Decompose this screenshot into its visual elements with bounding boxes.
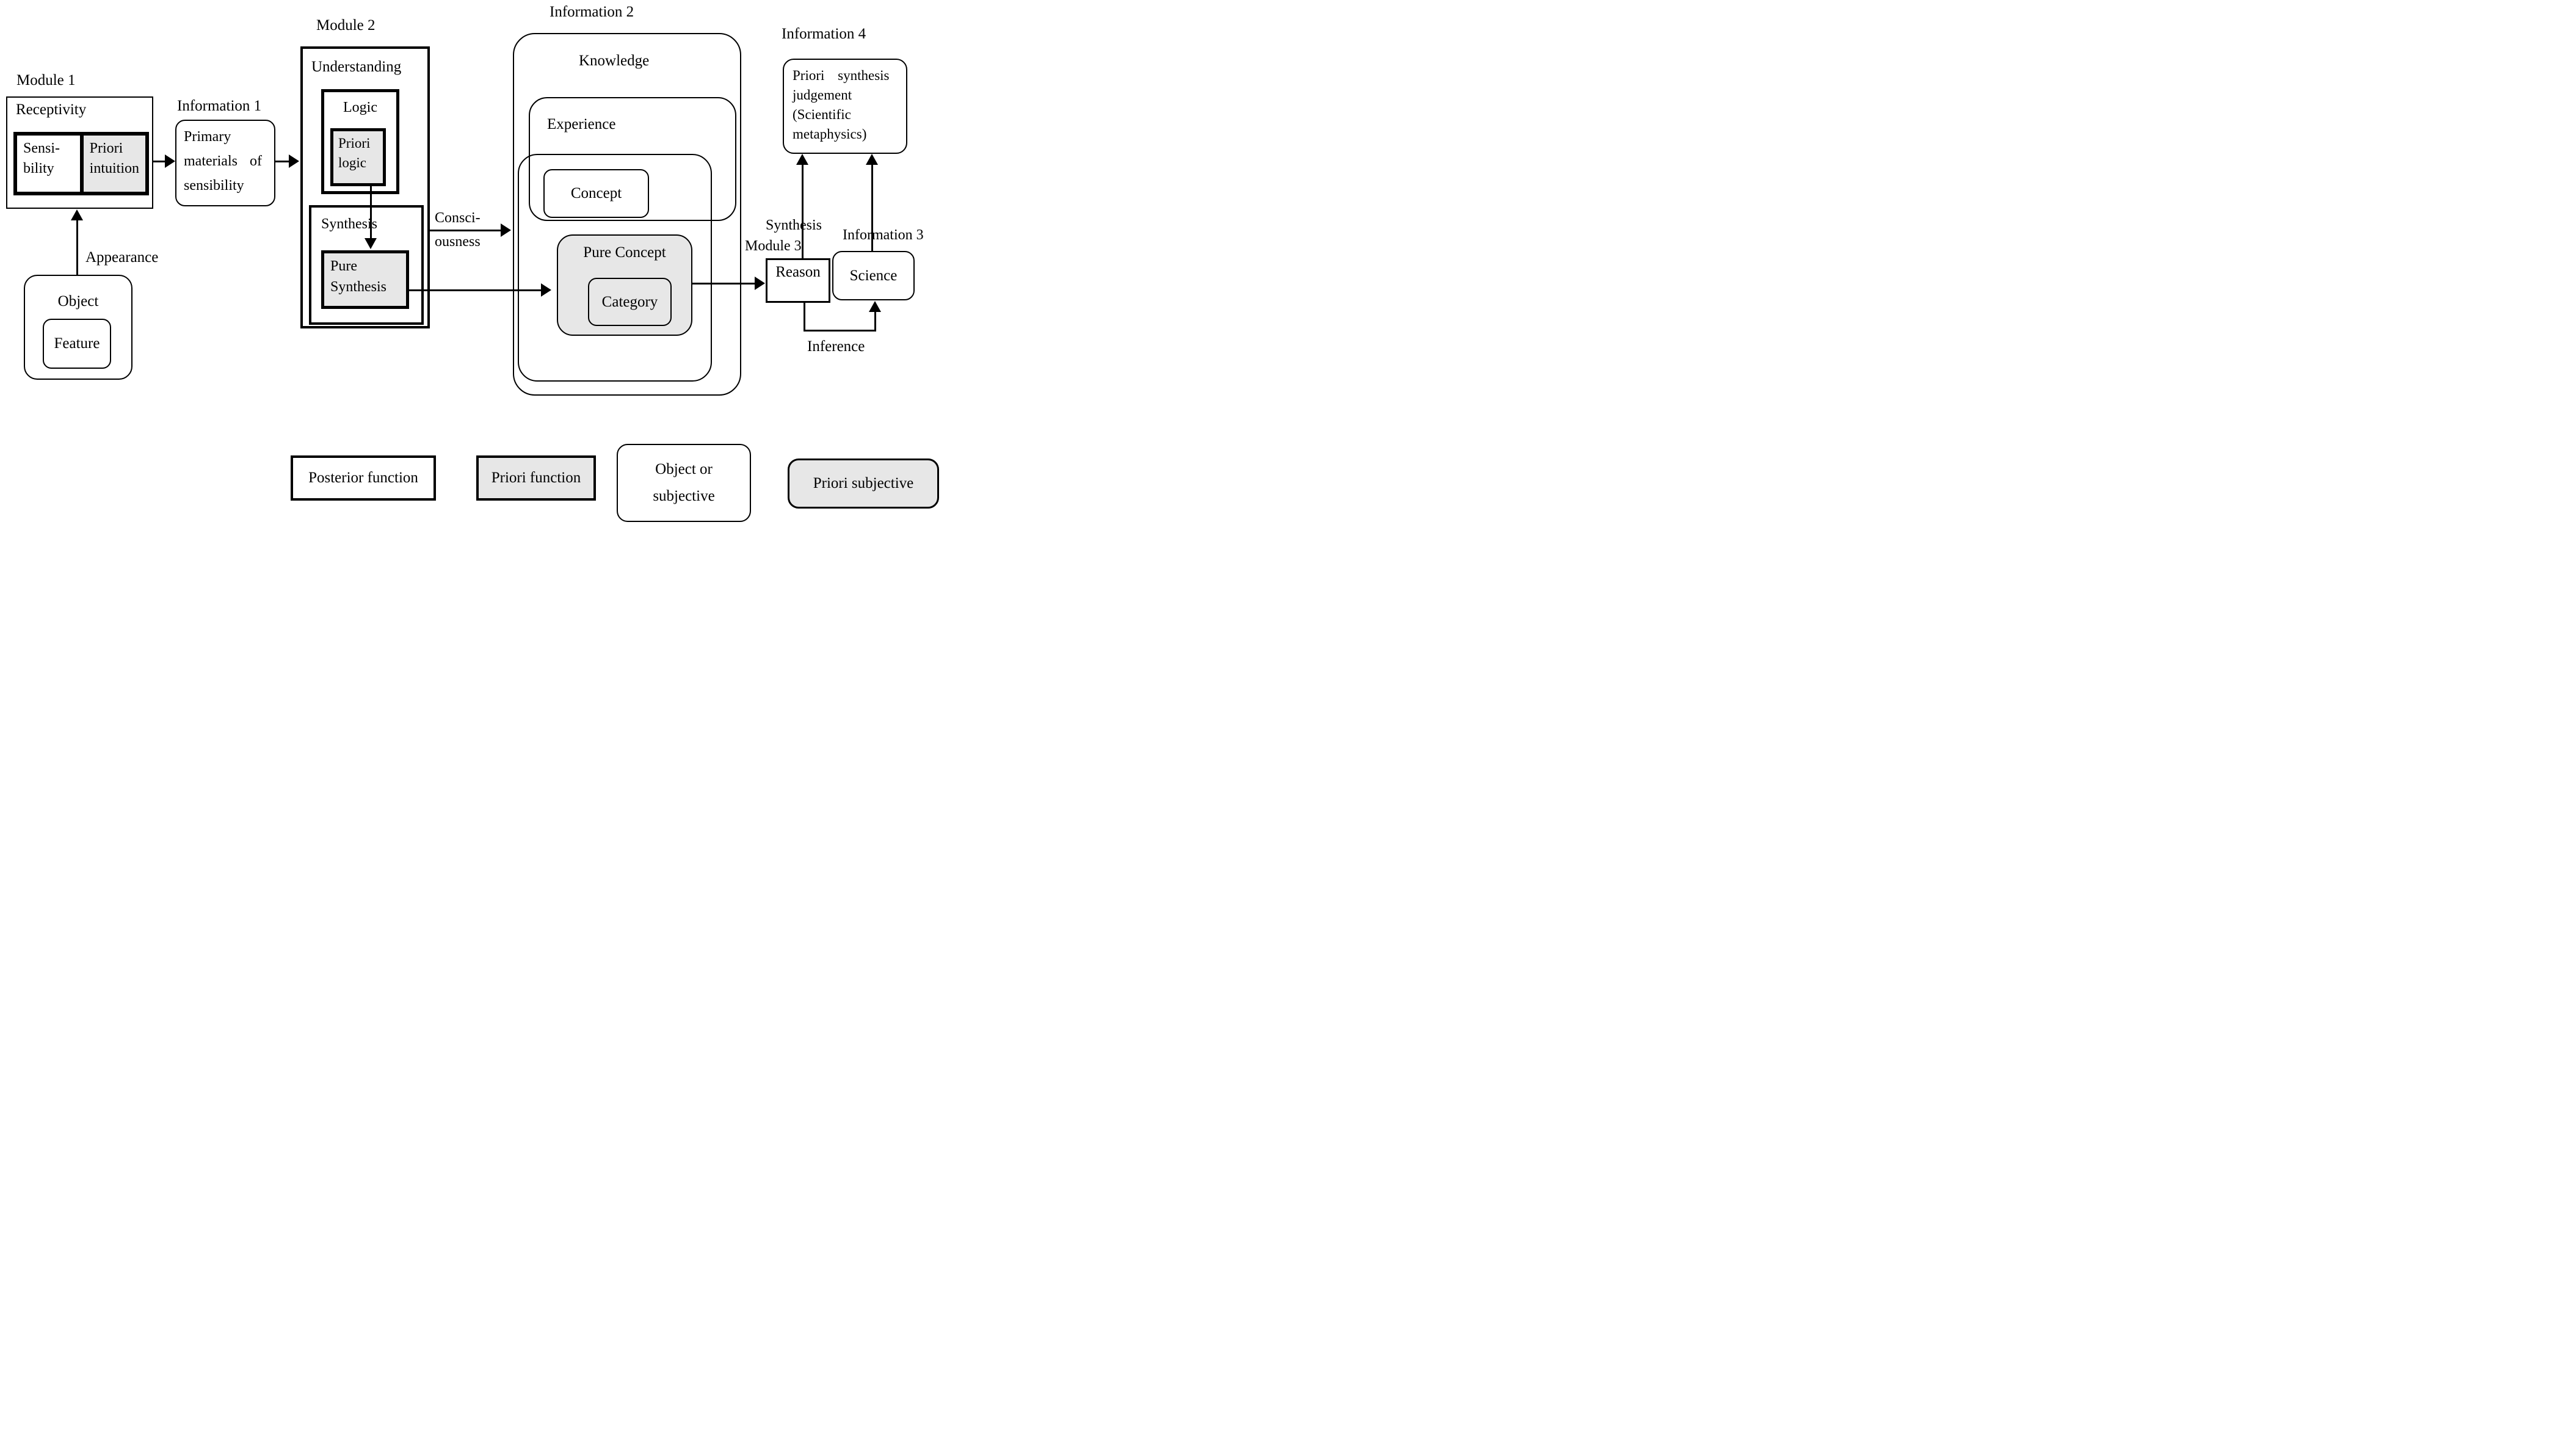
- appearance-arrow-line: [76, 220, 78, 275]
- priori-intuition-line1: Priori: [89, 140, 123, 156]
- arrowhead-up-icon: [796, 154, 808, 165]
- priori-intuition-cell: Priori intuition: [83, 136, 145, 192]
- arrowhead-up-icon: [71, 209, 83, 220]
- object-title: Object: [57, 293, 99, 310]
- module3-label: Module 3: [745, 238, 802, 254]
- legend-object-subjective-line2: subjective: [653, 488, 715, 504]
- arrowhead-up-icon: [869, 301, 881, 312]
- sensibility-line1: Sensi-: [23, 140, 60, 156]
- legend-object-subjective: Object or subjective: [617, 444, 751, 522]
- inference-label: Inference: [807, 338, 865, 355]
- logic-box: Logic: [321, 89, 399, 194]
- module1-label: Module 1: [16, 72, 76, 89]
- legend-object-subjective-line1: Object or: [655, 461, 713, 477]
- priori-logic-line1: Priori: [338, 136, 371, 151]
- sensibility-priori-split-box: Sensi- bility Priori intuition: [13, 132, 149, 195]
- reason-title: Reason: [775, 264, 821, 280]
- pure-synthesis-line1: Pure: [330, 258, 357, 274]
- priori-logic-box: Priori logic: [330, 128, 386, 186]
- arrowhead-right-icon: [755, 277, 765, 290]
- legend-posterior-function-label: Posterior function: [308, 469, 418, 486]
- arrowhead-right-icon: [289, 154, 299, 168]
- knowledge-title: Knowledge: [579, 53, 650, 69]
- sensibility-cell: Sensi- bility: [17, 136, 84, 192]
- information4-box: Priori synthesis judgement (Scientific m…: [783, 59, 907, 154]
- arrowhead-up-icon: [866, 154, 878, 165]
- arrowhead-right-icon: [541, 283, 551, 297]
- legend-priori-function-label: Priori function: [491, 469, 581, 486]
- reason-box: Reason: [766, 258, 830, 303]
- feature-box: Feature: [43, 319, 111, 369]
- arrow-line: [802, 163, 804, 258]
- concept-title: Concept: [570, 185, 622, 201]
- knowledge-inner-box: [518, 154, 712, 382]
- logic-title: Logic: [343, 100, 377, 115]
- module2-box: Understanding: [300, 46, 430, 328]
- arrowhead-down-icon: [365, 238, 377, 249]
- legend-priori-function: Priori function: [476, 455, 596, 501]
- information4-line3: (Scientific: [793, 107, 851, 122]
- arrow-line: [692, 283, 756, 285]
- information1-line3: sensibility: [184, 178, 244, 194]
- synthesis-title: Synthesis: [321, 216, 378, 232]
- inference-segment-down: [804, 303, 805, 332]
- arrow-line: [430, 230, 501, 231]
- priori-logic-line2: logic: [338, 155, 366, 170]
- legend-priori-subjective-label: Priori subjective: [813, 475, 914, 491]
- information1-line2: materials of: [184, 153, 262, 169]
- category-box: Category: [588, 278, 672, 326]
- arrow-line: [409, 289, 542, 291]
- diagram-canvas: Module 1 Receptivity Sensi- bility Prior…: [0, 0, 944, 527]
- receptivity-title: Receptivity: [16, 101, 87, 118]
- category-title: Category: [601, 293, 658, 310]
- information1-label: Information 1: [177, 98, 262, 114]
- feature-title: Feature: [54, 335, 100, 352]
- arrowhead-right-icon: [501, 223, 511, 237]
- science-title: Science: [849, 267, 898, 284]
- pure-concept-title: Pure Concept: [583, 244, 666, 261]
- information4-label: Information 4: [782, 26, 866, 42]
- arrow-line: [153, 161, 166, 162]
- legend-posterior-function: Posterior function: [291, 455, 436, 501]
- inference-segment-up: [874, 310, 876, 332]
- sensibility-line2: bility: [23, 161, 54, 176]
- priori-intuition-line2: intuition: [89, 161, 139, 176]
- consciousness-label-line1: Consci-: [435, 210, 481, 226]
- understanding-title: Understanding: [311, 59, 402, 75]
- information3-label: Information 3: [843, 227, 924, 243]
- concept-box: Concept: [543, 169, 649, 218]
- arrow-line: [370, 186, 372, 239]
- information1-line1: Primary: [184, 129, 231, 145]
- arrow-line: [871, 163, 873, 251]
- module3-synthesis-label: Synthesis: [766, 217, 822, 233]
- synthesis-box: Synthesis: [309, 205, 424, 325]
- science-box: Science: [832, 251, 915, 300]
- legend-priori-subjective: Priori subjective: [788, 459, 939, 509]
- pure-synthesis-box: Pure Synthesis: [321, 250, 409, 309]
- information4-line1: Priori synthesis: [793, 68, 890, 83]
- information2-label: Information 2: [550, 4, 634, 20]
- pure-synthesis-line2: Synthesis: [330, 279, 387, 295]
- arrowhead-right-icon: [165, 154, 175, 168]
- inference-segment-across: [804, 330, 876, 332]
- module2-label: Module 2: [316, 17, 376, 34]
- information1-box: Primary materials of sensibility: [175, 120, 275, 206]
- knowledge-box: [513, 33, 741, 396]
- information4-line4: metaphysics): [793, 126, 867, 142]
- information4-line2: judgement: [793, 87, 852, 103]
- experience-title: Experience: [547, 116, 616, 132]
- consciousness-label-line2: ousness: [435, 234, 481, 250]
- appearance-label: Appearance: [85, 249, 159, 266]
- arrow-line: [275, 161, 289, 162]
